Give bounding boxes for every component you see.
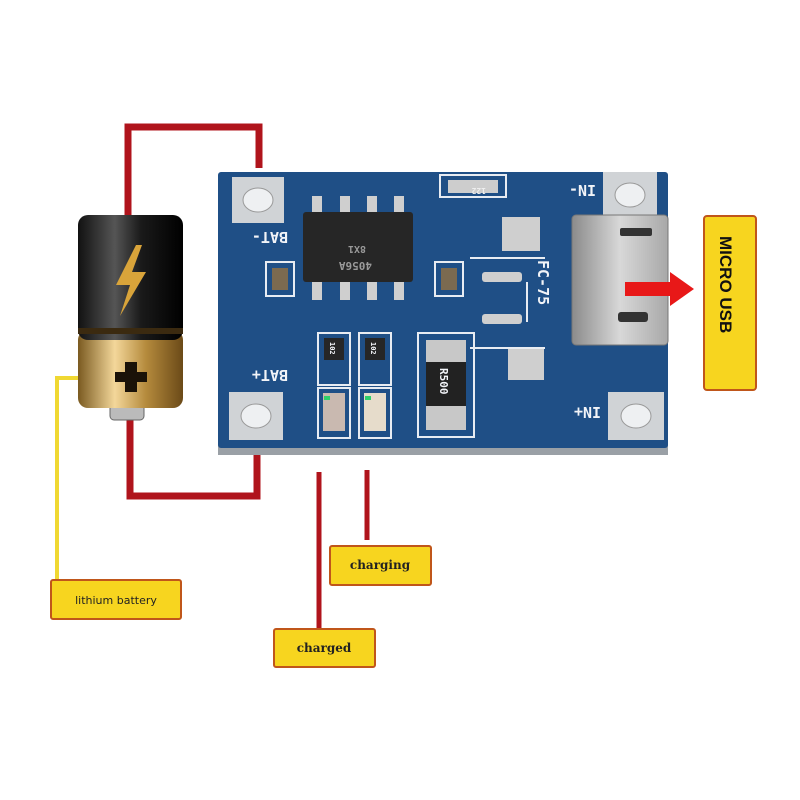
- shunt-resistor-marking: R500: [437, 368, 450, 395]
- charging-callout: charging: [329, 545, 432, 586]
- solder-pad-bat-minus: [232, 177, 284, 223]
- micro-usb-port: [571, 214, 669, 346]
- micro-usb-callout: MICRO USB: [703, 215, 757, 391]
- charged-led: [323, 393, 345, 431]
- solder-pad-in-plus: [608, 392, 664, 440]
- plus-sign-icon: [115, 362, 147, 392]
- in-plus-label: IN+: [574, 403, 601, 421]
- lithium-battery-callout: lithium battery: [50, 579, 182, 620]
- solder-pad-in-minus: [603, 172, 657, 218]
- lithium-battery-label: lithium battery: [75, 594, 157, 607]
- micro-usb-label: MICRO USB: [716, 236, 735, 333]
- led1-resistor-marking: 102: [328, 342, 336, 355]
- arrow-right-icon: [625, 272, 694, 306]
- chip-marking-part: 4056A: [339, 259, 372, 272]
- tp4056-charger-board: BAT- BAT+ IN- IN+ FC-75 4056A 8X1 122 10…: [218, 172, 669, 455]
- in-minus-label: IN-: [569, 181, 596, 199]
- model-label: FC-75: [534, 260, 552, 305]
- charged-callout: charged: [273, 628, 376, 668]
- bat-plus-label: BAT+: [252, 366, 288, 384]
- lightning-bolt-icon: [116, 245, 146, 316]
- battery-positive-wire: [126, 420, 261, 500]
- resistor-top-marking: 122: [471, 186, 486, 195]
- charging-label: charging: [350, 558, 411, 572]
- bat-minus-label: BAT-: [252, 228, 288, 246]
- solder-pad-bat-plus: [229, 392, 283, 440]
- chip-marking-code: 8X1: [348, 243, 366, 254]
- battery-negative-wire: [124, 123, 263, 215]
- led2-resistor-marking: 102: [369, 342, 377, 355]
- charger-ic-chip: 4056A 8X1: [303, 196, 413, 300]
- charged-label: charged: [297, 641, 352, 655]
- lithium-battery-icon: [78, 215, 183, 421]
- battery-label-wire: [55, 376, 80, 580]
- charging-led: [364, 393, 386, 431]
